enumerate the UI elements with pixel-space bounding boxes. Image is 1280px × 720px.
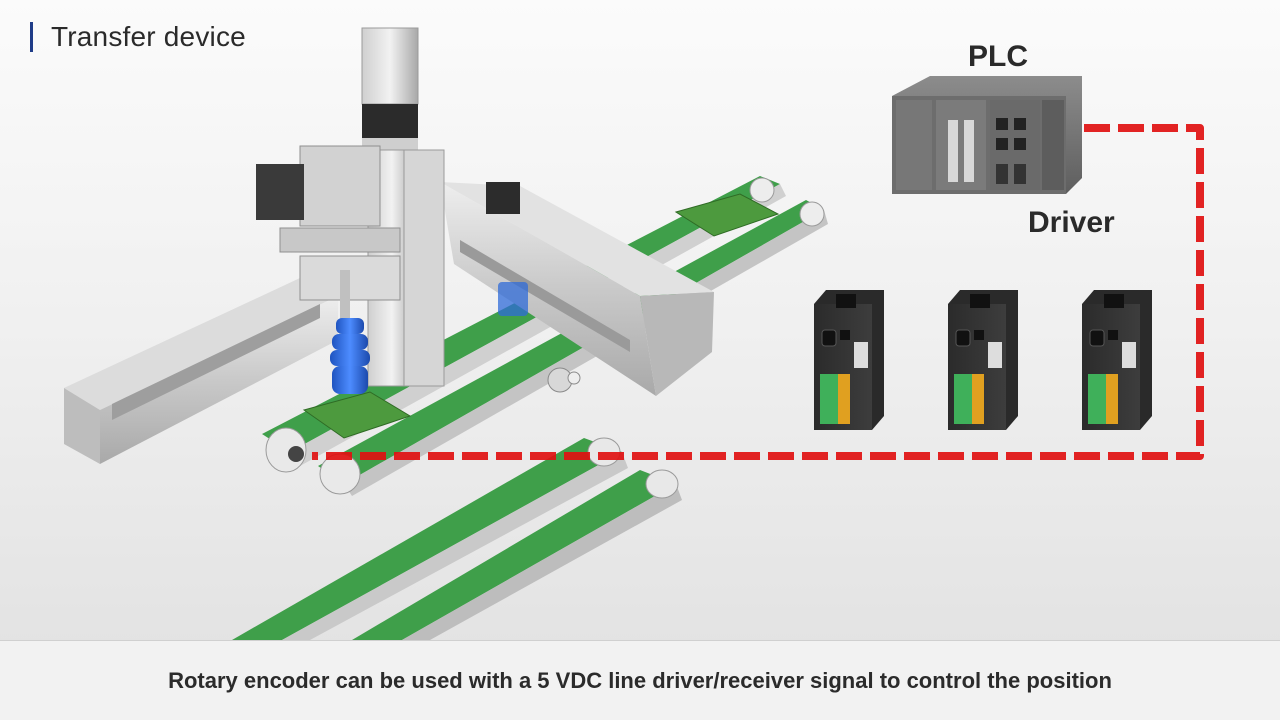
machine-illustration: [64, 27, 1204, 640]
suction-cup: [330, 270, 370, 394]
driver-label: Driver: [1028, 206, 1115, 239]
cross-actuator: [440, 182, 714, 396]
lower-conveyor: [232, 437, 682, 640]
slide-title: Transfer device: [30, 20, 246, 54]
driver-unit-1: [814, 290, 884, 430]
driver-unit-2: [948, 290, 1018, 430]
plc-label: PLC: [968, 40, 1028, 73]
plc-unit: [892, 76, 1082, 194]
title-text: Transfer device: [51, 21, 246, 52]
driver-unit-3: [1082, 290, 1152, 430]
vertical-actuator: [256, 27, 445, 387]
signal-line: [312, 124, 1204, 460]
horizontal-actuator: [64, 278, 338, 464]
title-accent-bar: [30, 22, 33, 52]
caption-text: Rotary encoder can be used with a 5 VDC …: [168, 668, 1112, 693]
caption-bar: Rotary encoder can be used with a 5 VDC …: [0, 640, 1280, 720]
